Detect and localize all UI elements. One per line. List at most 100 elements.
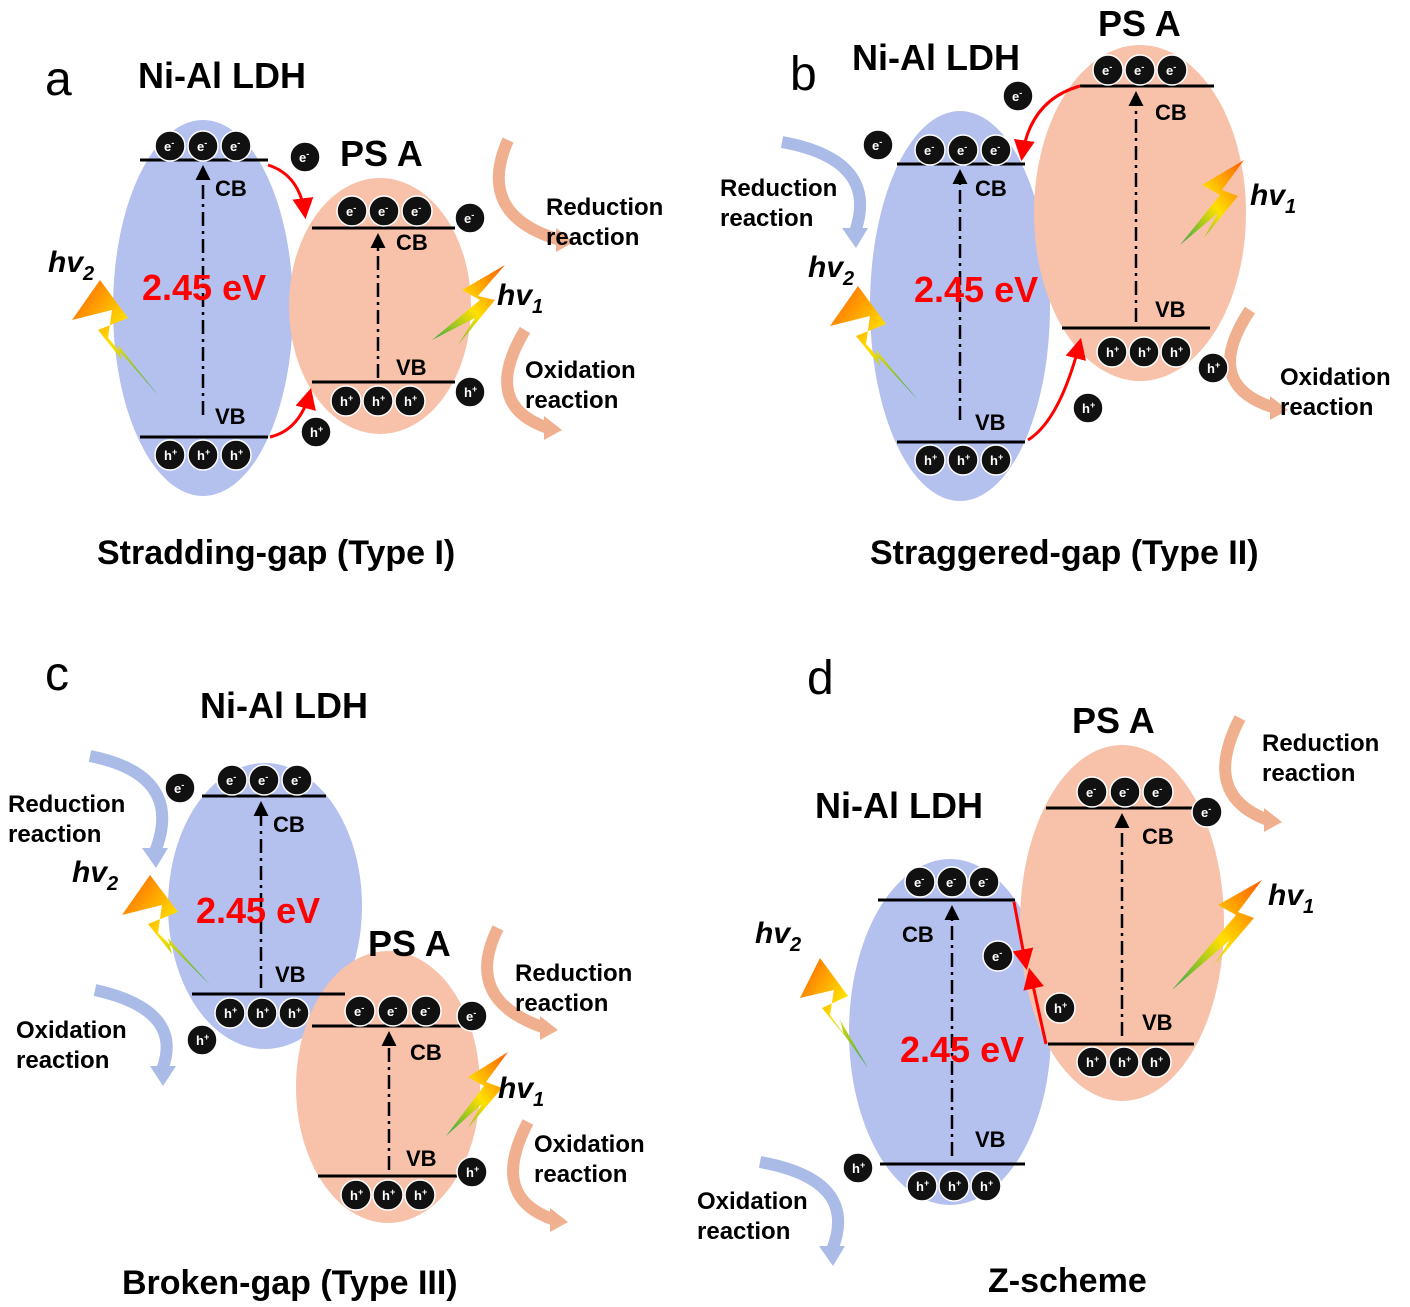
electron-symbol: e-	[164, 138, 174, 154]
ps-vb-label: VB	[1155, 297, 1186, 322]
ldh-ellipse	[168, 763, 362, 1049]
ps-title: PS A	[368, 923, 451, 964]
hole-symbol: h+	[1170, 344, 1183, 360]
hole-symbol: h+	[924, 452, 937, 468]
hole-symbol: h+	[1054, 1000, 1067, 1016]
band-gap-label: 2.45 eV	[900, 1029, 1024, 1070]
ps-cb-label: CB	[410, 1040, 442, 1065]
ps-holes: h+h+h+	[330, 385, 426, 417]
hole-symbol: h+	[230, 447, 243, 463]
reduction-label-2: reaction	[8, 821, 101, 848]
electron-icon	[248, 764, 280, 796]
hole-symbol: h+	[197, 447, 210, 463]
band-gap-label: 2.45 eV	[914, 269, 1038, 310]
ps-holes: h+h+h+	[1096, 336, 1192, 368]
electron-icon	[220, 130, 252, 162]
hole-icon	[1197, 352, 1229, 384]
hole-symbol: h+	[310, 424, 323, 440]
electron-icon	[377, 995, 409, 1027]
free-electron: e-	[1002, 80, 1034, 112]
panel-caption: Straggered-gap (Type II)	[870, 534, 1259, 572]
hole-recombination-arrow	[1023, 967, 1048, 1045]
hole-icon	[362, 385, 394, 417]
oxidation-arrowhead-icon	[1270, 396, 1288, 420]
electron-icon	[982, 940, 1014, 972]
electron-icon	[862, 129, 894, 161]
lightning-hv1-icon	[1180, 160, 1244, 245]
electron-symbol: e-	[978, 874, 988, 890]
hole-transfer-arrow	[1027, 337, 1086, 442]
electron-icon	[454, 202, 486, 234]
ps-vb-label: VB	[1142, 1010, 1173, 1035]
reduction-label-2: reaction	[1262, 760, 1355, 787]
oxidation-label-1: Oxidation	[525, 357, 636, 384]
ldh-cb-label: CB	[975, 176, 1007, 201]
hole-icon	[1128, 336, 1160, 368]
hv1-label: hv1	[497, 279, 543, 318]
ps-electrons: e-e-e-	[1092, 54, 1188, 86]
ldh-holes: h+h+h+	[214, 997, 310, 1029]
panel-caption: Z-scheme	[988, 1262, 1147, 1300]
electron-symbol: e-	[1086, 784, 1096, 800]
electron-symbol: e-	[1102, 62, 1112, 78]
electron-icon	[1156, 54, 1188, 86]
electron-symbol: e-	[258, 772, 268, 788]
lightning-hv2-icon	[830, 286, 918, 400]
electron-icon	[456, 1000, 488, 1032]
electron-icon	[216, 764, 248, 796]
ldh-electrons: e-e-e-	[154, 130, 252, 162]
hv2-label: hv2	[48, 246, 94, 285]
hole-icon	[278, 997, 310, 1029]
reduction-arrowhead-icon	[142, 848, 168, 868]
hole-symbol: h+	[340, 393, 353, 409]
hv2-label: hv2	[808, 251, 854, 290]
panel-letter: d	[807, 652, 834, 705]
oxidation-arrowhead-icon	[544, 416, 562, 440]
electron-symbol: e-	[466, 1008, 476, 1024]
hole-symbol: h+	[224, 1005, 237, 1021]
lightning-hv2-icon	[122, 875, 210, 985]
free-hole: h+	[1197, 352, 1229, 384]
electron-icon	[401, 195, 433, 227]
reduction-reaction-arrow	[88, 750, 169, 855]
ps-vb-label: VB	[396, 355, 427, 380]
ps-cb-label: CB	[396, 230, 428, 255]
electron-icon	[281, 764, 313, 796]
electron-icon	[368, 195, 400, 227]
oxidation-reaction-arrow	[1224, 306, 1277, 414]
electron-icon	[1076, 776, 1108, 808]
panel-a: a Ni-Al LDH PS A CB VB 2.45 eV CB VB hv2…	[45, 53, 663, 572]
ldh-vb-label: VB	[975, 410, 1006, 435]
hole-icon	[1076, 1046, 1108, 1078]
oxidation-label-1: Oxidation	[534, 1131, 645, 1158]
free-electron: e-	[1191, 796, 1223, 828]
electron-symbol: e-	[226, 772, 236, 788]
electron-icon	[1191, 796, 1223, 828]
hole-symbol: h+	[1207, 360, 1220, 376]
hole-symbol: h+	[1082, 400, 1095, 416]
hole-icon	[947, 444, 979, 476]
ldh-holes: h+h+h+	[906, 1170, 1002, 1202]
ps-electrons: e-e-e-	[336, 195, 433, 227]
hole-transfer-arrow	[269, 387, 316, 439]
free-electron: e-	[456, 1000, 488, 1032]
electron-icon	[344, 995, 376, 1027]
panel-caption: Stradding-gap (Type I)	[97, 534, 455, 572]
electron-icon	[968, 866, 1000, 898]
electron-symbol: e-	[346, 203, 356, 219]
oxidation-arrowhead-icon	[150, 1066, 176, 1086]
hole-symbol: h+	[464, 384, 477, 400]
hole-symbol: h+	[414, 1187, 427, 1203]
hole-icon	[300, 416, 332, 448]
ps-holes: h+h+h+	[340, 1179, 436, 1211]
electron-icon	[1109, 776, 1141, 808]
electron-icon	[947, 134, 979, 166]
hole-symbol: h+	[980, 1178, 993, 1194]
hole-icon	[187, 439, 219, 471]
free-hole: h+	[456, 1156, 488, 1188]
hole-icon	[914, 444, 946, 476]
electron-symbol: e-	[1152, 784, 1162, 800]
reduction-arrowhead-icon	[540, 1016, 558, 1040]
electron-symbol: e-	[291, 772, 301, 788]
electron-symbol: e-	[378, 203, 388, 219]
